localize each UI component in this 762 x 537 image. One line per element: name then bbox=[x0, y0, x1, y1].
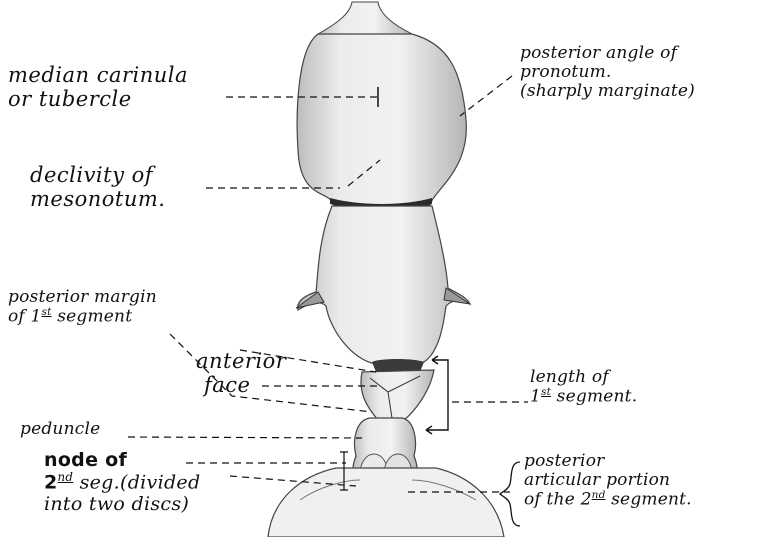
pronotum bbox=[297, 34, 466, 205]
label-posterior-articular: posterior articular portion of the 2nd s… bbox=[524, 452, 692, 510]
label-declivity: declivity of mesonotum. bbox=[30, 164, 165, 211]
leader-posterior-angle bbox=[460, 76, 512, 116]
label-node: node of 2nd seg.(divided into two discs) bbox=[44, 450, 200, 515]
articular-brace bbox=[500, 462, 520, 526]
gaster-articular-portion bbox=[268, 468, 504, 537]
label-length: length of 1st segment. bbox=[530, 368, 637, 407]
label-posterior-angle: posterior angle of pronotum. (sharply ma… bbox=[520, 44, 695, 101]
leader-peduncle bbox=[128, 437, 362, 438]
neck bbox=[318, 2, 412, 34]
label-anterior-face: anterior face bbox=[196, 350, 286, 397]
label-median-carinula: median carinula or tubercle bbox=[8, 64, 188, 111]
label-posterior-margin: posterior margin of 1st segment bbox=[8, 288, 157, 327]
label-peduncle: peduncle bbox=[20, 420, 100, 439]
length-bracket bbox=[426, 356, 448, 434]
epinotum bbox=[298, 206, 470, 364]
